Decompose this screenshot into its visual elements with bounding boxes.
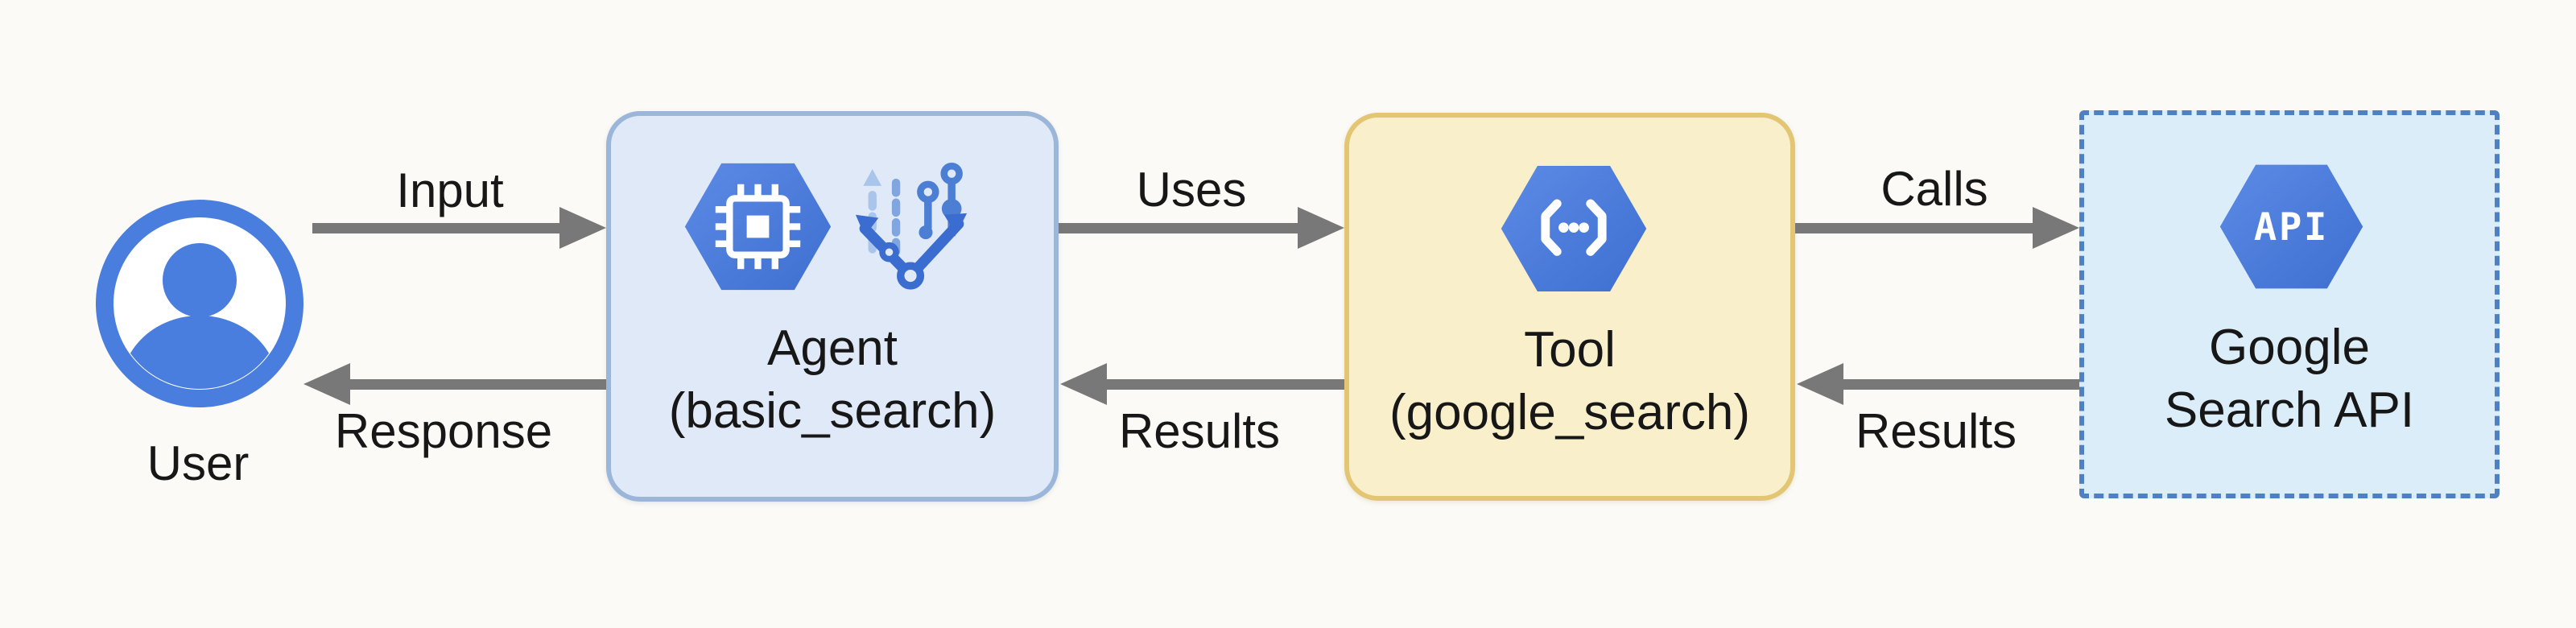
arrow-head-right-icon [559, 207, 606, 249]
edge-label-uses: Uses [1136, 163, 1247, 217]
api-node-subtitle: Search API [2164, 382, 2415, 438]
api-node-title: Google [2209, 320, 2370, 375]
arrow-shaft [312, 222, 559, 233]
arrow-shaft [1843, 378, 2079, 390]
api-icon-text: API [2254, 205, 2329, 250]
google-search-api-node: API Google Search API [2079, 110, 2500, 498]
arrow-head-right-icon [1298, 207, 1344, 249]
uses-arrow [1059, 207, 1344, 249]
results-arrow-api-to-tool [1797, 363, 2079, 405]
response-arrow [303, 363, 606, 405]
edge-label-results-tool-agent: Results [1118, 404, 1281, 458]
edge-label-response: Response [334, 404, 553, 458]
agent-node-title: Agent [766, 320, 898, 376]
input-arrow [312, 207, 606, 249]
tool-node-title: Tool [1524, 322, 1616, 378]
agent-node-subtitle: (basic_search) [668, 383, 997, 439]
cpu-hexagon-icon [683, 162, 832, 295]
branch-circuit-icon [854, 160, 968, 296]
api-hexagon-icon: API [2219, 162, 2364, 295]
results-arrow-tool-to-agent [1060, 363, 1344, 405]
arrow-head-left-icon [1060, 363, 1107, 405]
code-braces-hexagon-icon [1500, 164, 1648, 297]
user-node-label: User [147, 436, 250, 490]
arrow-shaft [1059, 222, 1298, 233]
user-icon [95, 199, 304, 408]
agent-node: Agent (basic_search) [606, 111, 1059, 502]
edge-label-results-api-tool: Results [1855, 404, 2017, 458]
tool-node-subtitle: (google_search) [1389, 385, 1751, 440]
arrow-head-left-icon [303, 363, 350, 405]
arrow-shaft [1795, 222, 2033, 233]
tool-node: Tool (google_search) [1344, 113, 1795, 501]
arrow-head-left-icon [1797, 363, 1843, 405]
edge-label-input: Input [396, 163, 504, 217]
calls-arrow [1795, 207, 2079, 249]
user-account-icon [96, 200, 303, 407]
arrow-head-right-icon [2033, 207, 2079, 249]
arrow-shaft [350, 378, 606, 390]
arrow-shaft [1107, 378, 1344, 390]
edge-label-calls: Calls [1880, 162, 1988, 216]
